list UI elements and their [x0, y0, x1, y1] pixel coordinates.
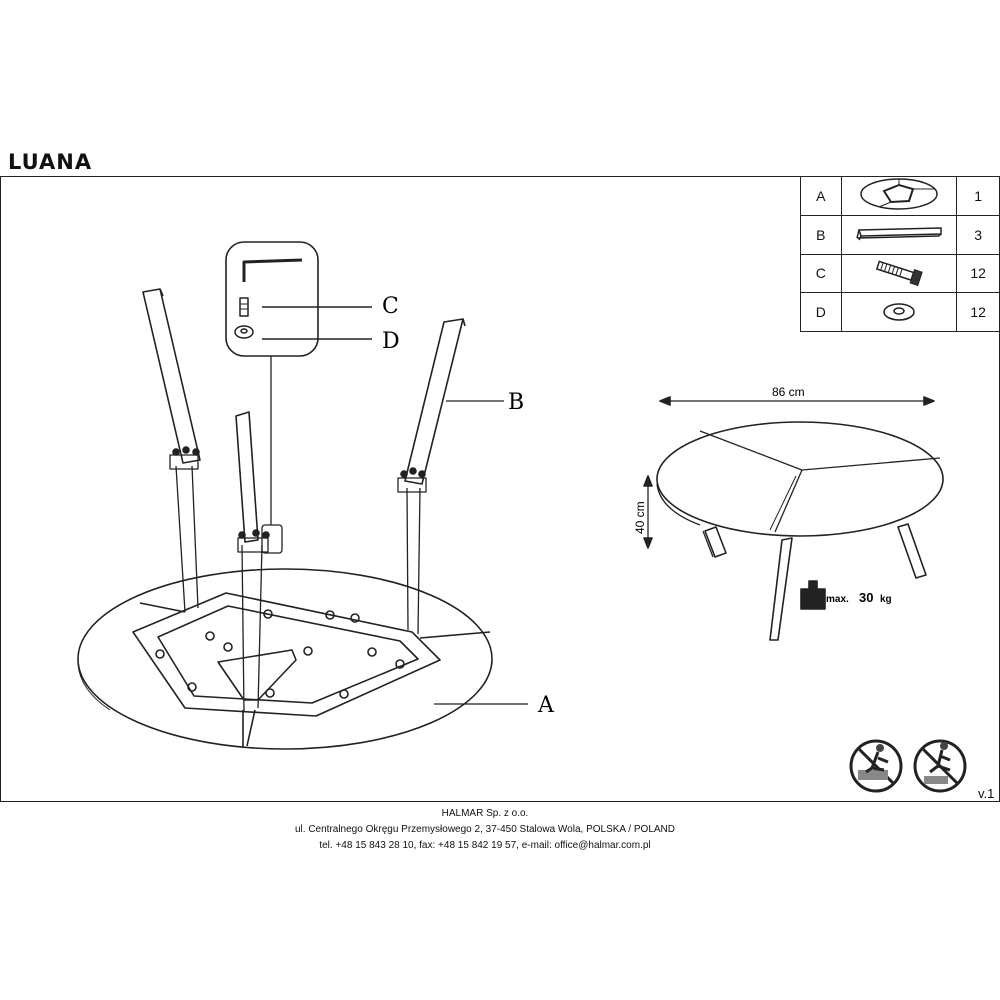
callout-d: D [382, 329, 400, 354]
tabletop-icon [860, 178, 938, 211]
leg-middle [235, 411, 270, 713]
leg-icon [856, 227, 942, 241]
product-title: LUANA [8, 150, 93, 174]
load-prefix: max. [826, 594, 849, 605]
part-row-d: D 12 [800, 292, 1000, 332]
part-letter: C [800, 253, 842, 294]
part-quantity: 3 [956, 214, 1000, 255]
leg-left [142, 288, 201, 613]
parts-list: A 1 B 3 C [800, 176, 1000, 332]
hardware-detail [225, 241, 372, 554]
no-sitting-icon [913, 739, 967, 793]
washer-icon [883, 302, 915, 321]
company-name: HALMAR Sp. z o.o. [441, 808, 529, 819]
leg-right [397, 318, 466, 635]
bolt-icon [875, 260, 923, 286]
no-standing-icon [849, 739, 903, 793]
version-label: v.1 [978, 786, 995, 801]
height-dimension: 40 cm [633, 501, 647, 534]
callout-b: B [508, 390, 524, 415]
company-contact: tel. +48 15 843 28 10, fax: +48 15 842 1… [319, 840, 651, 851]
part-quantity: 1 [956, 176, 1000, 216]
part-quantity: 12 [956, 292, 1000, 332]
callout-a: A [537, 693, 555, 718]
part-quantity: 12 [956, 253, 1000, 294]
tabletop-underside [77, 568, 493, 750]
width-dimension: 86 cm [772, 385, 805, 399]
load-value: 30 [859, 590, 873, 605]
footer: HALMAR Sp. z o.o. ul. Centralnego Okręgu… [0, 806, 970, 854]
weight-icon [800, 580, 826, 610]
callout-c: C [382, 294, 399, 319]
part-row-c: C 12 [800, 253, 1000, 294]
load-unit: kg [880, 594, 892, 605]
part-letter: B [800, 214, 842, 255]
assembled-table [643, 396, 944, 641]
company-address: ul. Centralnego Okręgu Przemysłowego 2, … [294, 824, 675, 835]
